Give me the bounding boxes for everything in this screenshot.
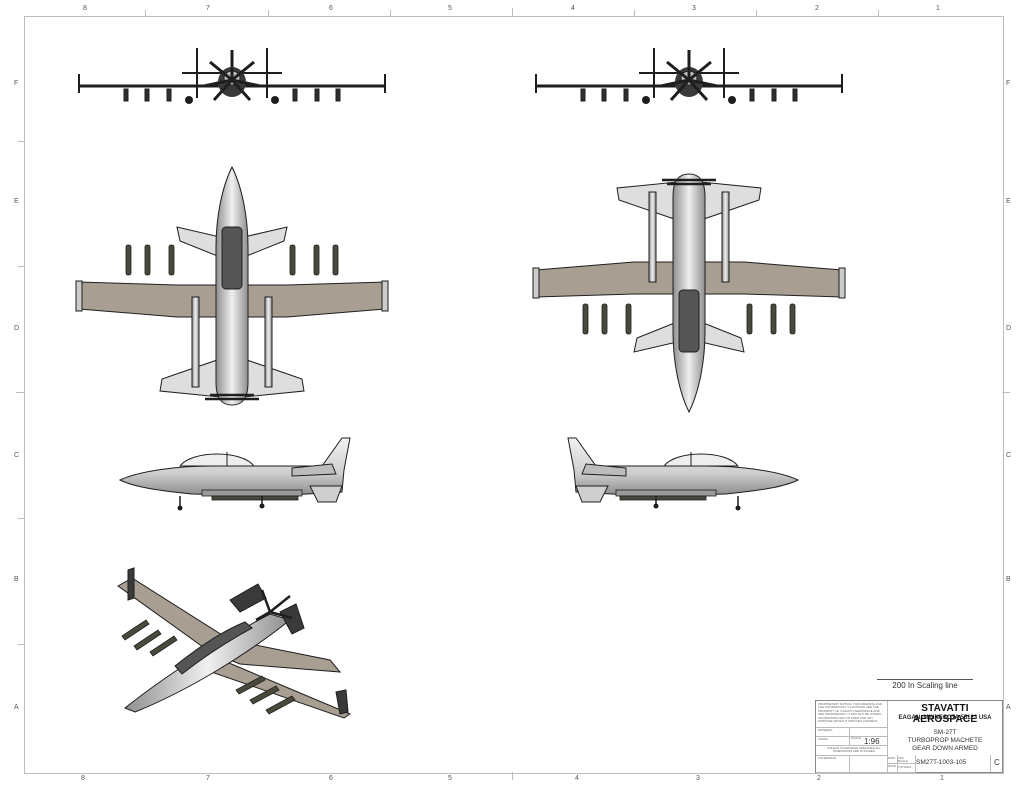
front-view-top-right: [534, 46, 844, 106]
dims-note-cell: UNLESS OTHERWISE SPECIFIED ALL DIMENSION…: [816, 745, 888, 756]
zone-row-label: C: [14, 452, 20, 459]
material-caption: MATERIAL: [818, 728, 833, 732]
zone-column-label: 2: [815, 5, 819, 12]
zone-tick: [512, 8, 513, 16]
zone-tick: [756, 10, 757, 16]
date-cell: 7/27/2016: [897, 763, 916, 773]
tolerance-cell: TOLERANCE: [816, 755, 850, 773]
drawn-by: CPC Bezkrat: [898, 756, 909, 764]
zone-row-label: A: [14, 704, 19, 711]
zone-tick: [512, 772, 513, 780]
front-view-top-left: [77, 46, 387, 106]
zone-column-label: 7: [206, 5, 210, 12]
date-caption: DATE: [888, 764, 896, 768]
zone-tick: [268, 10, 269, 16]
scale-caption: SCALE: [851, 736, 861, 740]
zone-column-label: 6: [329, 775, 333, 782]
zone-tick: [18, 518, 24, 519]
zone-row-label: A: [1006, 704, 1011, 711]
scale-cell: SCALE: [849, 736, 888, 746]
zone-column-label: 2: [817, 775, 821, 782]
finish-caption: FINISH: [818, 737, 828, 741]
revision-letter: C: [994, 758, 1000, 767]
zone-tick: [18, 266, 24, 267]
proprietary-note: PROPRIETARY NOTICE: THIS DRAWING AND THE…: [818, 702, 883, 724]
zone-row-label: F: [1006, 80, 1011, 87]
symbol-cell: [849, 755, 888, 773]
revision-cell: [990, 755, 1003, 772]
zone-row-label: B: [14, 576, 19, 583]
proprietary-cell: PROPRIETARY NOTICE: THIS DRAWING AND THE…: [816, 701, 888, 728]
zone-tick: [18, 141, 24, 142]
zone-column-label: 3: [692, 5, 696, 12]
zone-row-label: D: [1006, 325, 1012, 332]
company-name: STAVATTI AEROSPACE: [912, 703, 978, 725]
zone-tick: [878, 10, 879, 16]
date-value: 7/27/2016: [898, 765, 912, 769]
zone-row-label: C: [1006, 452, 1012, 459]
material-cell: MATERIAL: [816, 727, 850, 737]
zone-column-label: 5: [448, 5, 452, 12]
title-block: PROPRIETARY NOTICE: THIS DRAWING AND THE…: [815, 700, 1003, 773]
drawn-caption: DWN: [888, 756, 896, 760]
finish-cell: FINISH: [816, 736, 850, 746]
zone-column-label: 4: [575, 775, 579, 782]
zone-tick: [1002, 392, 1010, 393]
zone-column-label: 6: [329, 5, 333, 12]
zone-column-label: 7: [206, 775, 210, 782]
zone-column-label: 1: [940, 775, 944, 782]
zone-row-label: D: [14, 325, 20, 332]
drawn-caption-cell: DWN: [887, 755, 898, 764]
configuration: GEAR DOWN ARMED: [912, 745, 978, 752]
drawing-border: [24, 16, 1004, 774]
zone-column-label: 5: [448, 775, 452, 782]
zone-row-label: F: [14, 80, 19, 87]
zone-tick: [18, 644, 24, 645]
plan-view-top: [531, 172, 847, 414]
zone-row-label: E: [1006, 198, 1011, 205]
drawn-by-cell: CPC Bezkrat: [897, 755, 916, 764]
scale-bar: [877, 679, 973, 680]
zone-tick: [16, 392, 24, 393]
side-view-left: [119, 437, 351, 512]
drawing-number: SM27T-1003-105: [916, 759, 967, 766]
blank-cell: [849, 727, 888, 737]
zone-column-label: 8: [83, 5, 87, 12]
tolerance-caption: TOLERANCE: [818, 756, 837, 760]
dims-note: UNLESS OTHERWISE SPECIFIED ALL DIMENSION…: [827, 746, 881, 754]
model-number: SM-27T: [933, 729, 957, 736]
zone-tick: [390, 10, 391, 16]
aircraft-name: TURBOPROP MACHETE: [907, 737, 983, 744]
zone-column-label: 4: [571, 5, 575, 12]
zone-column-label: 3: [696, 775, 700, 782]
zone-column-label: 8: [81, 775, 85, 782]
zone-tick: [145, 10, 146, 16]
date-caption-cell: DATE: [887, 763, 898, 773]
zone-tick: [634, 10, 635, 16]
company-address: EAGAN, MINNESOTA 55123 USA: [898, 715, 992, 721]
plan-view-bottom: [74, 165, 390, 407]
scale-value: 1:96: [864, 737, 880, 746]
isometric-view: [117, 567, 352, 719]
zone-row-label: E: [14, 198, 19, 205]
scale-bar-label: 200 In Scaling line: [892, 681, 958, 690]
zone-column-label: 1: [936, 5, 940, 12]
zone-row-label: B: [1006, 576, 1011, 583]
side-view-right: [567, 437, 799, 512]
